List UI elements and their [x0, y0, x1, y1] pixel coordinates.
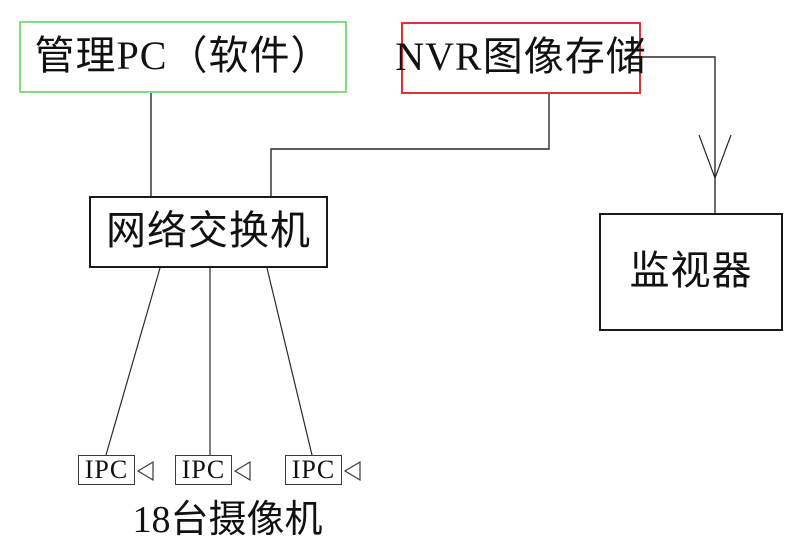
camera-lens-icon	[233, 460, 251, 482]
edge-switch-to-ipc1	[105, 267, 161, 456]
camera-lens-icon	[343, 460, 361, 482]
edge-nvr-to-monitor	[641, 56, 716, 213]
arrowhead-down-icon	[698, 134, 732, 180]
node-management-pc-label: 管理PC（软件）	[34, 33, 332, 78]
node-ipc-camera-3: IPC	[285, 455, 342, 485]
camera-lens-icon	[136, 460, 154, 482]
node-monitor: 监视器	[599, 213, 783, 331]
camera-count-caption: 18台摄像机	[132, 499, 323, 537]
node-management-pc: 管理PC（软件）	[19, 21, 347, 93]
node-ipc-camera-1: IPC	[78, 455, 135, 485]
node-ipc-2-label: IPC	[181, 455, 226, 484]
node-ipc-3-label: IPC	[291, 455, 336, 484]
node-nvr-storage-label: NVR图像存储	[395, 34, 647, 79]
edge-nvr-to-switch	[270, 94, 550, 196]
node-ipc-camera-2: IPC	[175, 455, 232, 485]
node-ipc-1-label: IPC	[84, 455, 129, 484]
node-network-switch-label: 网络交换机	[106, 208, 311, 253]
node-nvr-storage: NVR图像存储	[395, 22, 646, 94]
edge-switch-to-ipc3	[266, 267, 313, 456]
node-network-switch: 网络交换机	[89, 196, 328, 268]
node-monitor-label: 监视器	[629, 248, 753, 293]
